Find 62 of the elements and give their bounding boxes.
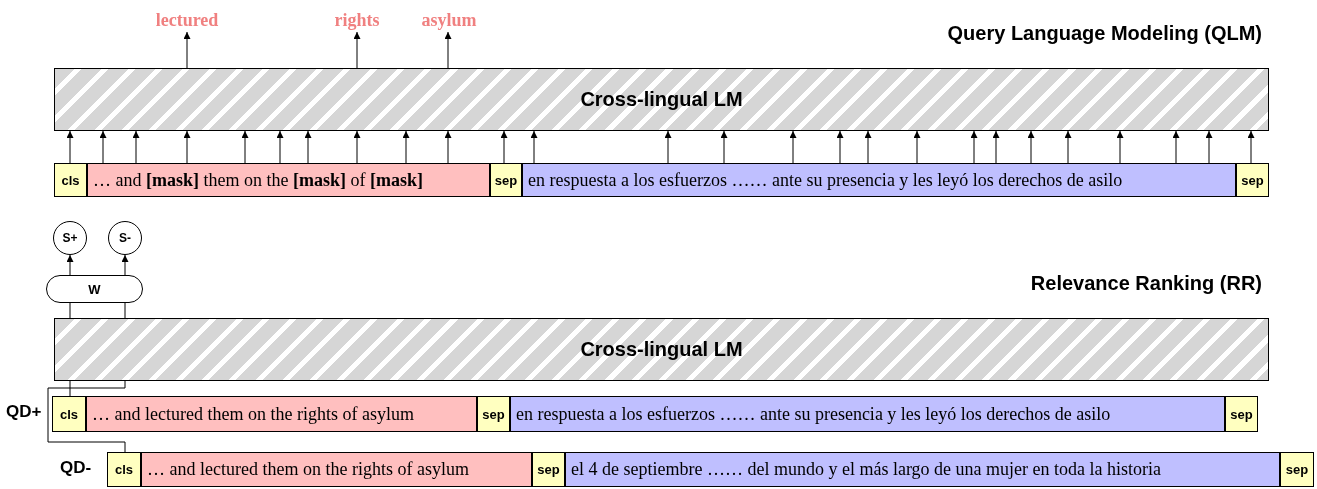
arrow	[836, 130, 844, 164]
arrow	[304, 130, 312, 164]
special-token: sep	[490, 163, 522, 197]
arrow	[1116, 130, 1124, 164]
special-token: sep	[477, 396, 510, 432]
special-token: sep	[1225, 396, 1258, 432]
document-segment: el 4 de septiembre …… del mundo y el más largo de una mujer en toda la historia	[565, 452, 1280, 487]
arrow	[121, 254, 129, 276]
arrow	[992, 130, 1000, 164]
query-segment: … and [mask] them on the [mask] of [mask]	[87, 163, 490, 197]
predicted-word: asylum	[413, 8, 485, 32]
arrow	[353, 130, 361, 164]
row-label: QD+	[6, 402, 42, 422]
weight-layer: W	[46, 275, 143, 303]
document-segment: en respuesta a los esfuerzos …… ante su presencia y les leyó los derechos de asilo	[510, 396, 1225, 432]
special-token: sep	[1236, 163, 1269, 197]
connector-line	[47, 380, 126, 453]
arrow	[132, 130, 140, 164]
special-token: cls	[107, 452, 141, 487]
arrow	[1205, 130, 1213, 164]
connector-line	[69, 380, 71, 397]
arrow	[66, 130, 74, 164]
section-title: Query Language Modeling (QLM)	[947, 22, 1262, 45]
arrow	[183, 130, 191, 164]
arrow	[1064, 130, 1072, 164]
arrow	[99, 130, 107, 164]
score-circle: S-	[108, 221, 142, 255]
arrow	[500, 130, 508, 164]
arrow	[183, 31, 191, 69]
language-model-block: Cross-lingual LM	[54, 318, 1269, 381]
query-segment: … and lectured them on the rights of asylum	[86, 396, 477, 432]
connector-line	[124, 302, 126, 319]
arrow	[913, 130, 921, 164]
arrow	[789, 130, 797, 164]
special-token: cls	[54, 163, 87, 197]
row-label: QD-	[60, 458, 92, 478]
document-segment: en respuesta a los esfuerzos …… ante su presencia y les leyó los derechos de asilo	[522, 163, 1236, 197]
arrow	[970, 130, 978, 164]
arrow	[276, 130, 284, 164]
arrow	[720, 130, 728, 164]
special-token: cls	[52, 396, 86, 432]
arrow	[66, 254, 74, 276]
predicted-word: rights	[327, 8, 387, 32]
section-title: Relevance Ranking (RR)	[1030, 272, 1262, 295]
connector-line	[69, 302, 71, 319]
arrow	[444, 31, 452, 69]
arrow	[864, 130, 872, 164]
arrow	[1172, 130, 1180, 164]
score-circle: S+	[53, 221, 87, 255]
arrow	[530, 130, 538, 164]
predicted-word: lectured	[152, 8, 222, 32]
special-token: sep	[1280, 452, 1314, 487]
language-model-block: Cross-lingual LM	[54, 68, 1269, 131]
query-segment: … and lectured them on the rights of asylum	[141, 452, 532, 487]
arrow	[664, 130, 672, 164]
special-token: sep	[532, 452, 565, 487]
arrow	[241, 130, 249, 164]
arrow	[402, 130, 410, 164]
arrow	[1247, 130, 1255, 164]
arrow	[1027, 130, 1035, 164]
arrow	[444, 130, 452, 164]
arrow	[353, 31, 361, 69]
